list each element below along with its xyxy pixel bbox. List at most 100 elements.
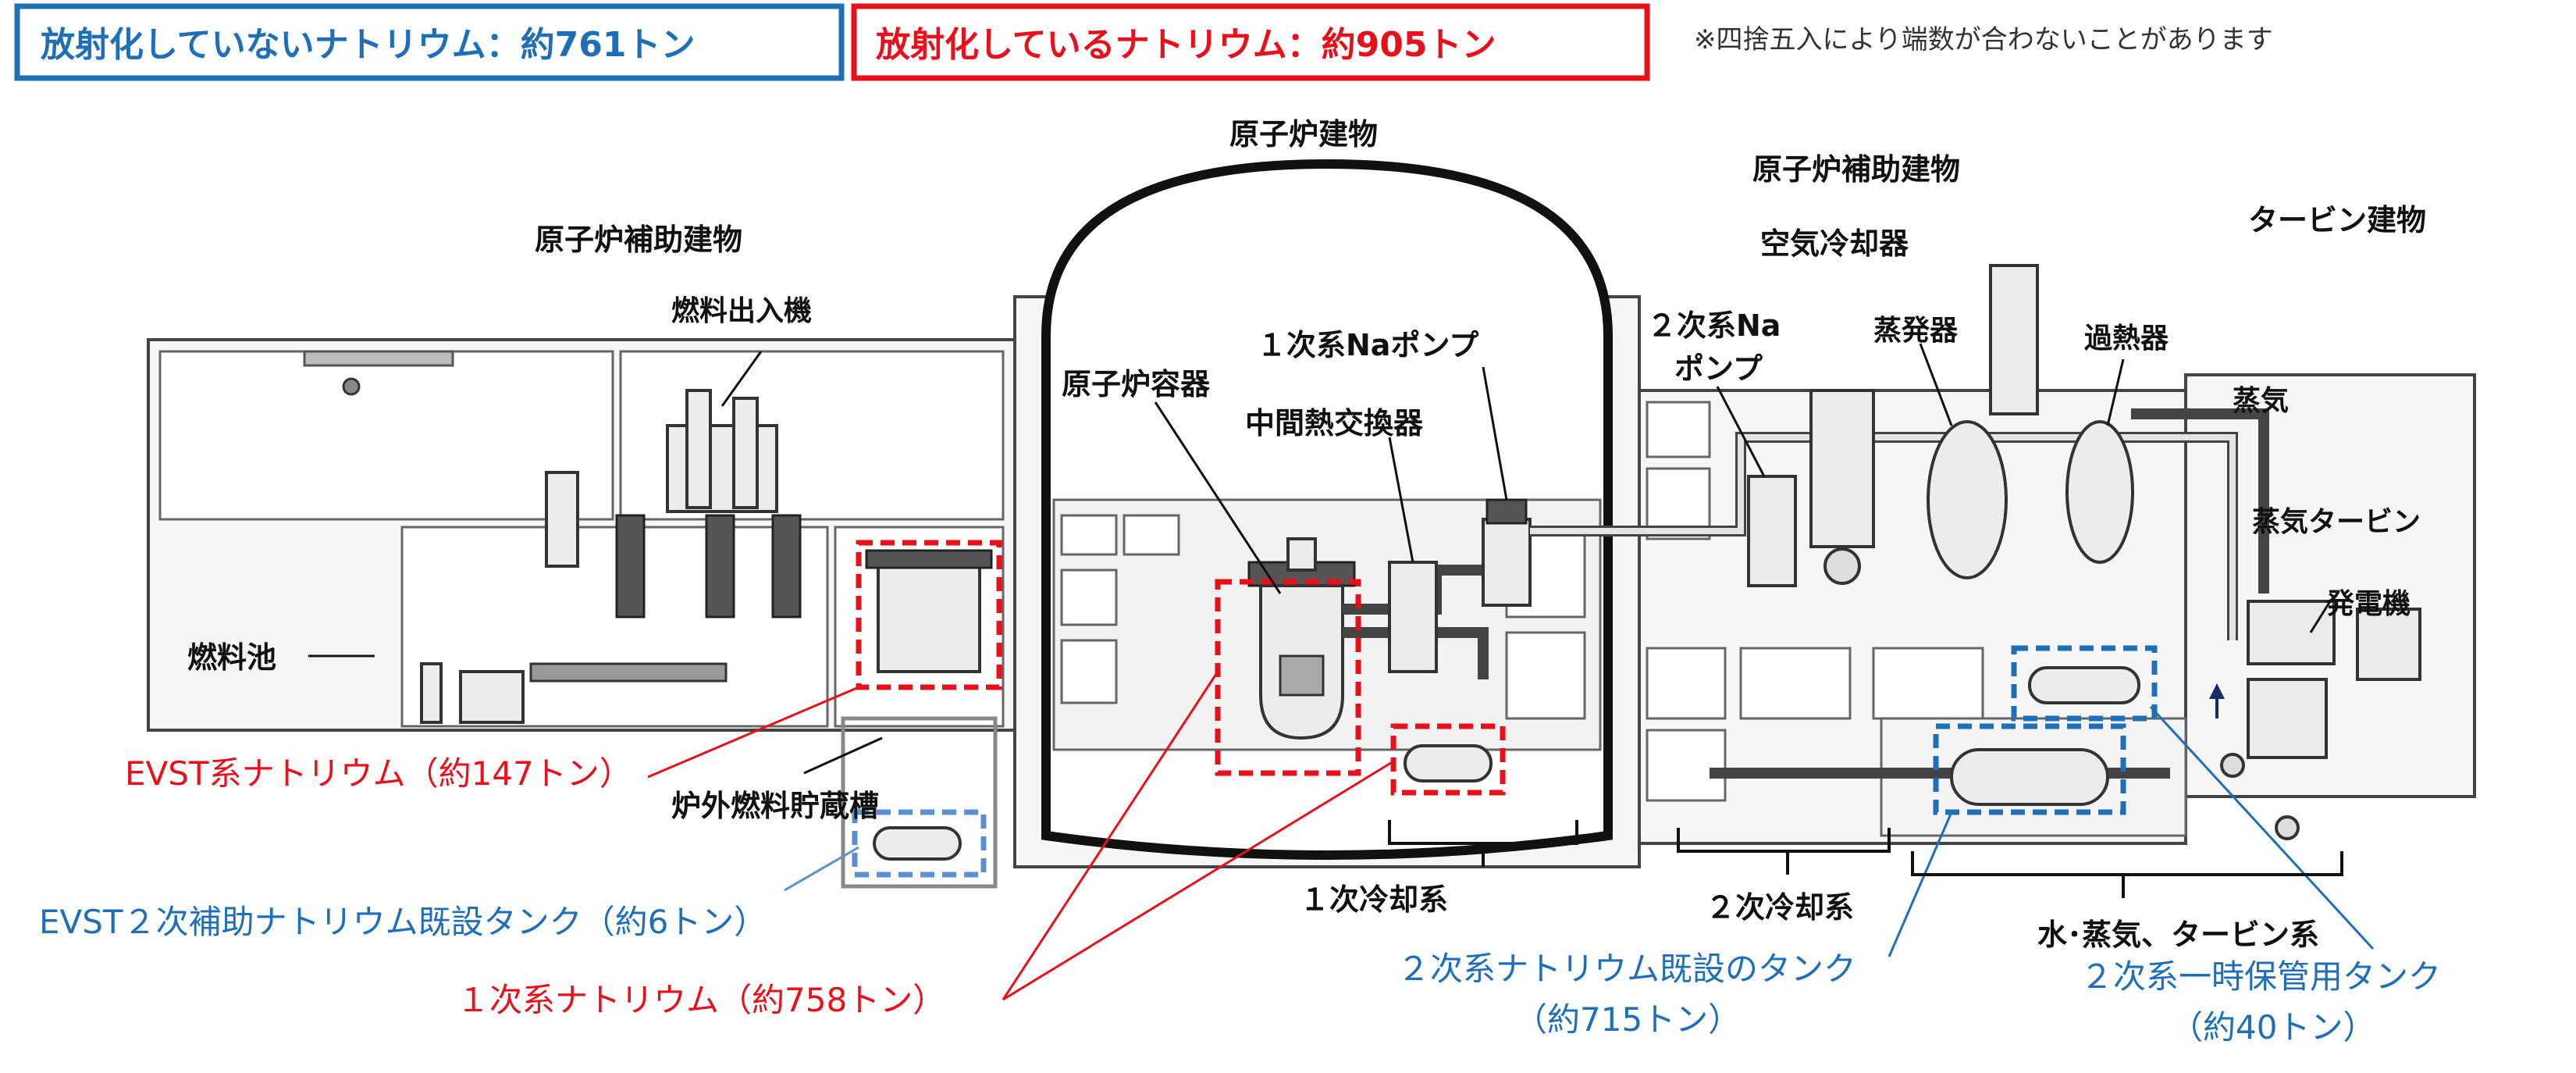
leader-secondary-pump [1716, 386, 1766, 477]
aux-building-left-upper [158, 350, 614, 521]
label-water-steam: 水･蒸気、タービン系 [2037, 918, 2319, 952]
room-a [1060, 514, 1118, 556]
label-evaporator: 蒸発器 [1873, 315, 1959, 347]
label-secondary-pump-2: ポンプ [1674, 351, 1763, 386]
flow-arrow-up-head [2209, 683, 2225, 699]
generator [2356, 608, 2421, 681]
label-primary-cooling: １次冷却系 [1300, 882, 1448, 917]
fuel-rack-3 [771, 514, 802, 618]
aux-right-room4 [1646, 729, 1727, 802]
fuel-pool-crane [545, 471, 579, 568]
legend-box-radioactive [851, 3, 1650, 81]
bracket-water-steam [1911, 851, 2343, 898]
leader-primary-b [1002, 760, 1394, 1001]
leader-ex-vessel [803, 736, 883, 775]
air-cooler-fan [1823, 547, 1861, 585]
fuel-handling-mast-1 [685, 389, 712, 509]
feed-pump-1 [2220, 753, 2245, 778]
steam-pipe [2131, 408, 2269, 594]
label-fuel-pool: 燃料池 [187, 640, 276, 675]
temp-storage-tank [2028, 666, 2140, 704]
leader-ihx [1388, 437, 1414, 563]
fuel-rack-2 [705, 514, 735, 618]
sodium-callouts: EVST系ナトリウム（約147トン） EVST２次補助ナトリウム既設タンク（約6… [39, 754, 2441, 1046]
room-d [1060, 639, 1118, 704]
primary-drain-tank [1404, 744, 1493, 782]
aux-right-room5 [1739, 647, 1852, 720]
legend-radioactive: 放射化しているナトリウム：約905トン [876, 25, 1496, 65]
room-f [1505, 631, 1586, 720]
aux-right-room6 [1872, 647, 1984, 720]
legend-non-radioactive: 放射化していないナトリウム：約761トン [41, 25, 696, 65]
label-ex-vessel-storage: 炉外燃料貯蔵槽 [671, 789, 879, 823]
evst-lid [865, 549, 993, 569]
reactor-vessel-shaft [1286, 537, 1317, 572]
leader-fuel-handling [720, 351, 763, 407]
label-secondary-pump-1: ２次系Na [1647, 308, 1781, 343]
callout-evst-aux-tank: EVST２次補助ナトリウム既設タンク（約6トン） [39, 903, 767, 941]
feed-pump-2 [2275, 815, 2300, 840]
ihx-vessel [1388, 561, 1438, 673]
bracket-secondary [1677, 828, 1891, 875]
leader-temp-tank [2149, 705, 2375, 950]
reactor-vessel-highlight [1215, 579, 1361, 776]
evst-vessel [877, 557, 981, 673]
air-cooler [1809, 389, 1875, 548]
room-b [1123, 514, 1180, 556]
callout-primary-na: １次系ナトリウム（約758トン） [457, 981, 945, 1019]
steam-turbine [2247, 600, 2336, 665]
leader-primary-a [1002, 671, 1219, 1000]
leader-superheater [2106, 358, 2125, 426]
superheater-vessel [2065, 420, 2134, 564]
label-superheater: 過熱器 [2084, 323, 2169, 355]
condenser [2247, 678, 2328, 759]
rounding-note: ※四捨五入により端数が合わないことがあります [1694, 24, 2273, 55]
leader-evst [647, 686, 859, 779]
bracket-primary [1388, 820, 1578, 867]
legend-box-non-radioactive [14, 3, 845, 81]
evst-highlight [856, 540, 1002, 690]
leader-generator [2309, 601, 2332, 633]
leader-lines [308, 343, 2375, 1001]
leader-evst-aux [784, 846, 859, 892]
secondary-tank-highlight [1933, 723, 2126, 815]
label-primary-pump: １次系Naポンプ [1257, 328, 1478, 362]
fuel-handling-machine [666, 424, 778, 513]
secondary-pipe-top-inner [1530, 434, 2236, 640]
leader-primary-pump [1482, 366, 1508, 501]
callout-secondary-tank-line1: ２次系ナトリウム既設のタンク [1397, 950, 1856, 988]
sodium-tanks [873, 666, 2140, 861]
label-aux-building-left: 原子炉補助建物 [535, 223, 742, 257]
label-ihx: 中間熱交換器 [1245, 406, 1424, 440]
fuel-pool-post [420, 662, 443, 724]
aux-right-room3 [1646, 647, 1727, 720]
room-c [1060, 569, 1118, 626]
label-secondary-cooling: ２次冷却系 [1706, 890, 1854, 925]
crane-hook [342, 377, 361, 396]
component-labels: 原子炉建物 原子炉補助建物 原子炉補助建物 タービン建物 燃料出入機 燃料池 炉… [187, 117, 2426, 952]
secondary-loop-equipment [1530, 264, 2421, 840]
label-turbine-building: タービン建物 [2248, 203, 2426, 237]
evaporator-vessel [1927, 420, 2008, 579]
label-reactor-building: 原子炉建物 [1229, 117, 1378, 152]
fuel-rack-1 [615, 514, 646, 618]
fuel-pool-basket [459, 670, 525, 724]
callout-secondary-tank-line2: （約715トン） [1514, 1000, 1741, 1039]
highlight-boxes [841, 540, 2158, 889]
primary-pump-motor [1485, 498, 1528, 525]
callout-evst: EVST系ナトリウム（約147トン） [125, 754, 632, 793]
leader-evaporator [1919, 343, 1953, 426]
secondary-pump-vessel [1747, 475, 1797, 587]
label-steam: 蒸気 [2233, 385, 2289, 417]
label-reactor-vessel: 原子炉容器 [1062, 367, 1211, 401]
ex-vessel-storage-frame [841, 716, 998, 889]
label-generator: 発電機 [2326, 588, 2411, 620]
evst-aux-tank-highlight [852, 809, 987, 878]
steam-drum-tower [1989, 264, 2039, 415]
label-aux-building-right: 原子炉補助建物 [1752, 152, 1960, 187]
label-steam-turbine: 蒸気タービン [2252, 506, 2421, 538]
leader-secondary-tank [1888, 811, 1953, 957]
legend: 放射化していないナトリウム：約761トン 放射化しているナトリウム：約905トン… [14, 3, 2273, 81]
fuel-handling-mast-2 [732, 397, 759, 509]
